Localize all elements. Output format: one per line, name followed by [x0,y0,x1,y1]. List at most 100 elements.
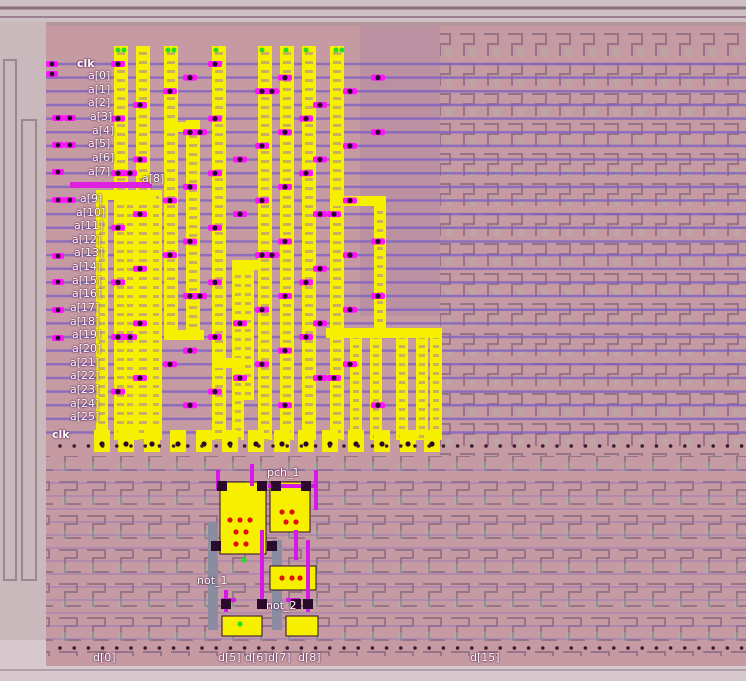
poly-column [302,46,316,442]
row-dot [257,444,261,448]
address-label-1: a[1] [88,82,111,96]
row-dot [555,444,559,448]
via [259,361,265,367]
pad-via [279,441,285,447]
poly-bridge [232,260,258,270]
via [237,375,243,381]
edge-via [55,335,61,341]
row-dot [342,444,346,448]
edge-via [55,279,61,285]
via [187,293,193,299]
poly-column [212,46,226,442]
edge-via [55,142,61,148]
row-dot [697,646,701,650]
row-dot [186,646,190,650]
row-dot [72,646,76,650]
via [137,320,143,326]
row-dot [399,444,403,448]
d15-label: d[15] [470,651,500,664]
row-dot [413,646,417,650]
row-dot [285,646,290,650]
transistor-dot [243,541,249,547]
via [331,375,337,381]
address-label-3: a[3] [90,109,113,123]
via [127,170,133,176]
via [347,307,353,313]
via [375,129,381,135]
output-pad [248,430,264,452]
contact-green [283,47,289,53]
row-dot [441,646,446,650]
address-label-10: a[10] [76,205,106,219]
address-label-12: a[12] [72,232,102,246]
transistor-dot [283,519,289,525]
row-dot [455,444,460,448]
via [259,88,265,94]
row-dot [569,444,573,448]
via [259,307,265,313]
address-label-18: a[18] [70,314,100,328]
row-dot [129,444,133,448]
transistor-dot [289,509,295,515]
contact-square [271,481,281,491]
via [187,348,193,354]
d7-label: d[7] [268,651,291,664]
address-label-9: a[9] [80,191,103,205]
contact-green [333,47,339,53]
via [269,88,275,94]
via [212,225,218,231]
clk-top-label: clk [77,57,95,70]
transistor-dot [237,517,243,523]
via [317,266,323,272]
row-dot [384,444,389,448]
gate-block [221,615,263,637]
via [167,197,173,204]
address-label-20: a[20] [72,342,102,355]
row-dot [555,646,559,650]
row-dot [370,646,375,650]
row-dot [370,444,375,448]
via [187,238,193,245]
via [212,116,218,122]
output-pad [374,430,390,452]
pch-gate-label: pch_1 [267,466,300,479]
row-dot [100,444,105,448]
address-label-15: a[15] [72,273,102,287]
row-dot [498,646,503,650]
transistor-dot [227,517,233,523]
via [331,211,337,217]
row-dot [626,646,630,650]
via [115,61,121,67]
row-dot [668,646,673,650]
contact-square [221,599,231,609]
edge-via [67,115,73,121]
contact-square [217,481,227,491]
via [282,402,288,408]
row-dot [143,444,147,448]
row-dot [157,646,162,650]
via [303,116,309,122]
address-label-4: a[4] [92,123,115,137]
transistor-dot [293,519,299,525]
row-dot [313,444,318,448]
row-dot [541,646,545,650]
contact-green [237,621,243,627]
row-dot [470,646,474,650]
poly-column [430,330,442,440]
row-dot [668,444,673,448]
via [317,156,323,163]
output-pad [274,430,290,452]
row-dot [143,646,147,650]
a8-strap [70,182,152,188]
row-dot [541,444,545,448]
poly-column [330,46,344,442]
contact-square [257,481,267,491]
poly-column [416,330,428,440]
poly-bridge [96,190,156,200]
address-label-22: a[22] [70,369,100,383]
via [115,116,121,122]
pad-via [123,441,129,447]
row-dot [597,444,602,448]
via [282,184,288,190]
output-pad [144,430,160,452]
